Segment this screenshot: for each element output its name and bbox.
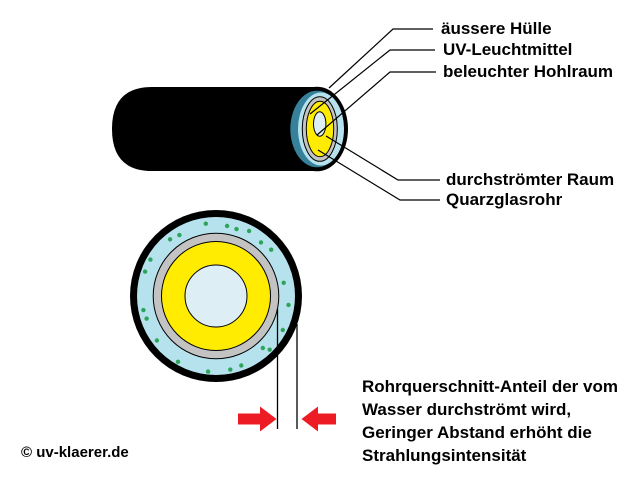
leader-uv-leuchtmittel	[309, 49, 435, 115]
leader-beleuchter-hohlraum	[316, 71, 436, 136]
water-particle-dots	[141, 221, 291, 374]
water-dot	[224, 223, 230, 229]
water-dot	[269, 247, 274, 252]
label-uv-leuchtmittel: UV-Leuchtmittel	[443, 40, 573, 59]
water-dot	[258, 240, 264, 245]
water-dot	[141, 307, 146, 313]
water-dot	[260, 345, 265, 351]
gap-arrows	[238, 406, 336, 432]
water-dot	[167, 237, 173, 242]
annotation-line-3: Geringer Abstand erhöht die	[362, 423, 592, 442]
water-dot	[203, 221, 208, 226]
water-dot	[177, 232, 182, 238]
water-dot	[280, 327, 285, 333]
water-dot	[205, 369, 211, 374]
annotation-line-2: Wasser durchströmt wird,	[362, 400, 572, 419]
watermark-uv-klaerer: © uv-klaerer.de	[21, 444, 129, 461]
gap-arrow-right	[301, 406, 336, 432]
water-dot	[144, 316, 149, 321]
annotation-line-1: Rohrquerschnitt-Anteil der vom	[362, 377, 618, 396]
lamp-tube-side-view	[112, 86, 348, 172]
water-dot	[267, 347, 272, 352]
water-dot	[175, 359, 181, 364]
gap-measurement-lines	[276, 309, 298, 429]
leader-durchstroemter-raum	[325, 135, 440, 181]
water-dot	[228, 367, 233, 372]
label-beleuchter-hohlraum: beleuchter Hohlraum	[443, 62, 614, 81]
tube-body	[112, 87, 317, 171]
water-dot	[148, 257, 153, 262]
annotation-text: Rohrquerschnitt-Anteil der vom Wasser du…	[362, 375, 632, 467]
leader-quarzglasrohr	[317, 149, 440, 201]
gap-arrow-left	[238, 406, 277, 432]
label-aeussere-huelle: äussere Hülle	[441, 19, 552, 38]
cross-hollow-center	[184, 264, 248, 328]
water-dot	[239, 363, 244, 368]
leader-aeussere-huelle	[328, 28, 433, 89]
water-dot	[234, 226, 239, 232]
water-dot	[246, 228, 252, 234]
annotation-line-4: Strahlungsintensität	[362, 446, 527, 465]
water-dot	[286, 302, 291, 308]
label-quarzglasrohr: Quarzglasrohr	[446, 190, 563, 209]
callout-leader-lines	[309, 28, 440, 201]
water-dot	[142, 269, 148, 274]
water-dot	[281, 280, 286, 285]
label-durchstroemter-raum: durchströmter Raum	[446, 170, 615, 189]
water-dot	[154, 338, 160, 343]
tube-cross-section	[130, 210, 302, 382]
